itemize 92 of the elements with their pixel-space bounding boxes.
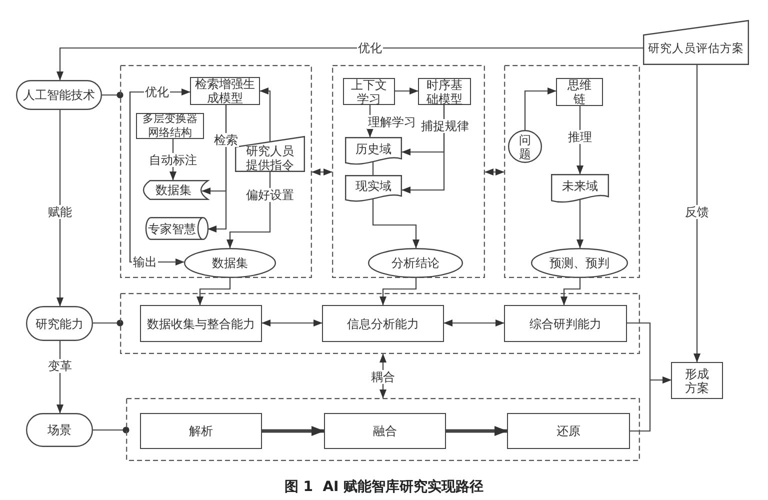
process-box [418,78,471,105]
edge-label: 输出 [132,255,158,269]
node-label: 分析结论 [392,256,440,270]
node-label: 融合 [373,424,397,438]
process-box [140,305,262,342]
arrow [56,47,643,80]
circle-node [508,130,542,163]
double-arrow [484,168,504,176]
dot-connector [93,426,130,434]
arrow [560,278,581,306]
process-box [322,305,444,342]
terminal-box [26,413,93,447]
arrow [262,426,324,436]
arrow [524,88,556,130]
dot-connector [102,92,124,98]
double-arrow [312,168,332,176]
arrow [576,198,584,248]
edge-label: 推理 [567,130,593,144]
arrow [380,278,417,306]
terminal-box [16,80,102,110]
node-label: 问题 [518,132,532,160]
document-shape [345,137,402,165]
node-label: 研究人员提供指令 [244,144,295,172]
edge-label: 偏好设置 [245,188,295,202]
double-arrow [262,320,322,326]
edge-label: 变革 [47,359,73,373]
arrow [196,278,231,306]
arrow [694,65,700,362]
edge-label: 优化 [144,85,170,99]
process-box [671,362,723,399]
node-label: 研究能力 [36,316,84,330]
node-label: 还原 [556,424,580,438]
node-label: 多层变换器网络结构 [142,112,198,140]
document-shape [345,175,402,202]
process-box [324,413,446,449]
terminal-box [26,306,93,341]
manual-input-box [643,20,749,65]
node-label: 解析 [189,424,213,438]
process-box [504,305,627,342]
storage-cylinder [146,217,208,240]
figure-caption: 图 1 AI 赋能智库研究实现路径 [284,479,484,496]
arrow [630,376,672,432]
ellipse-node [184,248,276,278]
connector-line [372,161,374,175]
arrow [402,105,445,194]
node-label: 思维链 [566,78,592,106]
edge-label: 耦合 [370,370,396,384]
process-box [140,413,262,449]
node-label: 信息分析能力 [347,316,419,330]
arrow [446,426,508,436]
edge-label: 优化 [357,41,383,55]
node-label: 预测、预判 [550,256,610,270]
ellipse-node [368,248,463,278]
edge-label: 理解学习 [367,115,417,129]
dashed-group-box [126,398,640,461]
node-label: 现实域 [356,179,392,194]
arrow [226,172,271,248]
node-label: 数据集 [156,183,192,197]
ellipse-node [531,248,628,278]
node-label: 综合研判能力 [530,316,602,330]
node-label: 人工智能技术 [23,88,95,102]
node-label: 形成方案 [684,366,710,394]
arrow [56,110,64,306]
arrow [208,105,227,232]
document-shape [551,174,609,203]
arrow [395,88,418,94]
process-box [136,113,204,139]
arrow [372,198,420,248]
node-label: 数据收集与整合能力 [147,316,255,330]
node-label: 时序基础模型 [425,78,464,106]
node-label: 研究人员评估方案 [648,40,744,55]
edge-label: 检索 [213,133,239,147]
edge-label: 自动标注 [148,153,198,167]
dot-connector [93,320,124,326]
edge-label: 反馈 [684,205,710,219]
node-label: 数据集 [212,256,248,270]
node-label: 场景 [48,423,72,437]
process-box [343,78,395,105]
dashed-group-box [120,293,640,354]
edge-label: 捕捉规律 [420,119,470,133]
process-box [556,78,603,106]
double-arrow [444,320,504,326]
arrow [260,88,271,142]
node-label: 专家智慧 [148,222,196,236]
process-box [507,413,630,449]
dashed-group-box [504,65,640,278]
node-label: 上下文学习 [350,78,388,106]
node-label: 未来域 [562,179,598,194]
edge-label: 赋能 [47,205,73,219]
node-label: 历史域 [356,142,392,156]
stored-data-shape [143,180,208,200]
node-label: 检索增强生成模型 [194,77,256,105]
